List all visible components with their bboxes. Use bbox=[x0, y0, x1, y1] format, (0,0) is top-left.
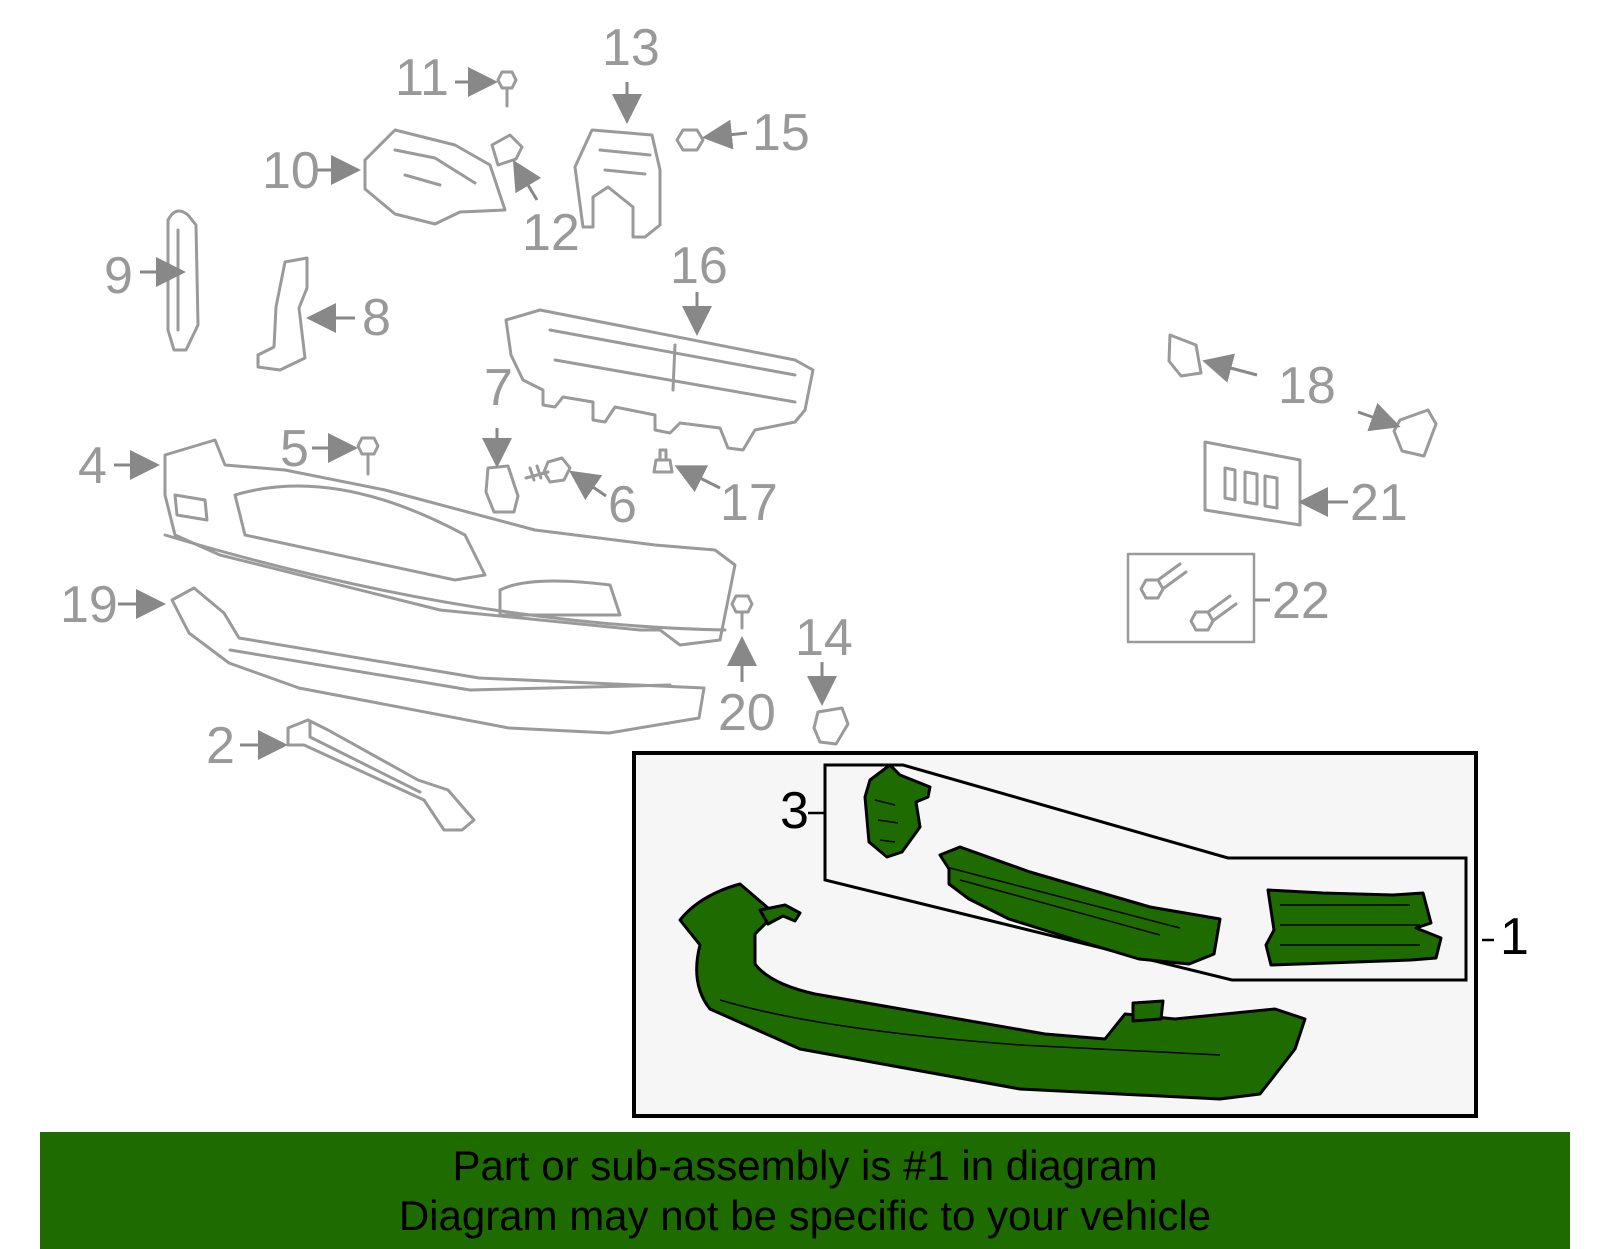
banner-line-1: Part or sub-assembly is #1 in diagram bbox=[452, 1141, 1158, 1189]
part-21-plate bbox=[1203, 440, 1348, 527]
callout-1: 1 bbox=[1500, 908, 1529, 966]
callout-17: 17 bbox=[720, 474, 778, 532]
part-16-reinforcement bbox=[504, 292, 815, 452]
part-12-clip bbox=[490, 133, 542, 201]
callout-9: 9 bbox=[104, 247, 133, 305]
callout-20: 20 bbox=[718, 684, 776, 742]
callout-19: 19 bbox=[60, 576, 118, 634]
part-7-clip bbox=[482, 428, 520, 514]
callout-12: 12 bbox=[522, 204, 580, 262]
callout-21: 21 bbox=[1350, 474, 1408, 532]
callout-8: 8 bbox=[362, 289, 391, 347]
part-10-bracket bbox=[317, 128, 507, 226]
callout-14: 14 bbox=[795, 609, 853, 667]
part-11-bolt bbox=[455, 67, 518, 108]
callout-22: 22 bbox=[1272, 572, 1330, 630]
callout-6: 6 bbox=[608, 476, 637, 534]
callout-5: 5 bbox=[280, 420, 309, 478]
banner-line-2: Diagram may not be specific to your vehi… bbox=[398, 1191, 1212, 1239]
part-13-bracket bbox=[573, 82, 662, 239]
part-19-valance bbox=[118, 586, 706, 735]
reinforcement-green bbox=[938, 845, 1222, 966]
part-22-bolt-kit bbox=[1126, 552, 1270, 644]
callout-2: 2 bbox=[206, 717, 235, 775]
bumper-green bbox=[678, 882, 1307, 1101]
part-18-caps bbox=[1167, 333, 1438, 458]
part-5-bolt bbox=[312, 433, 380, 476]
part-3-bracket-green bbox=[863, 763, 932, 859]
callout-11: 11 bbox=[395, 49, 449, 107]
info-banner: Part or sub-assembly is #1 in diagram Di… bbox=[40, 1132, 1570, 1249]
part-15-nut bbox=[675, 119, 748, 152]
callout-10: 10 bbox=[262, 142, 320, 200]
part-9-bracket bbox=[140, 209, 200, 352]
part-4-face-bar bbox=[114, 438, 737, 647]
part-20-bolt bbox=[727, 594, 757, 682]
part-8-bracket bbox=[256, 256, 355, 372]
callout-18: 18 bbox=[1278, 357, 1336, 415]
callout-16: 16 bbox=[670, 237, 728, 295]
callout-15: 15 bbox=[752, 104, 810, 162]
callout-4: 4 bbox=[78, 437, 107, 495]
callout-13: 13 bbox=[602, 19, 660, 77]
callout-3: 3 bbox=[780, 782, 809, 840]
part-2-bracket bbox=[240, 718, 476, 832]
side-bracket-green bbox=[1264, 888, 1443, 967]
part-14-cap bbox=[807, 662, 850, 746]
callout-7: 7 bbox=[484, 359, 513, 417]
part-6-bolt bbox=[524, 456, 607, 500]
part-17-pushpin bbox=[652, 448, 721, 493]
